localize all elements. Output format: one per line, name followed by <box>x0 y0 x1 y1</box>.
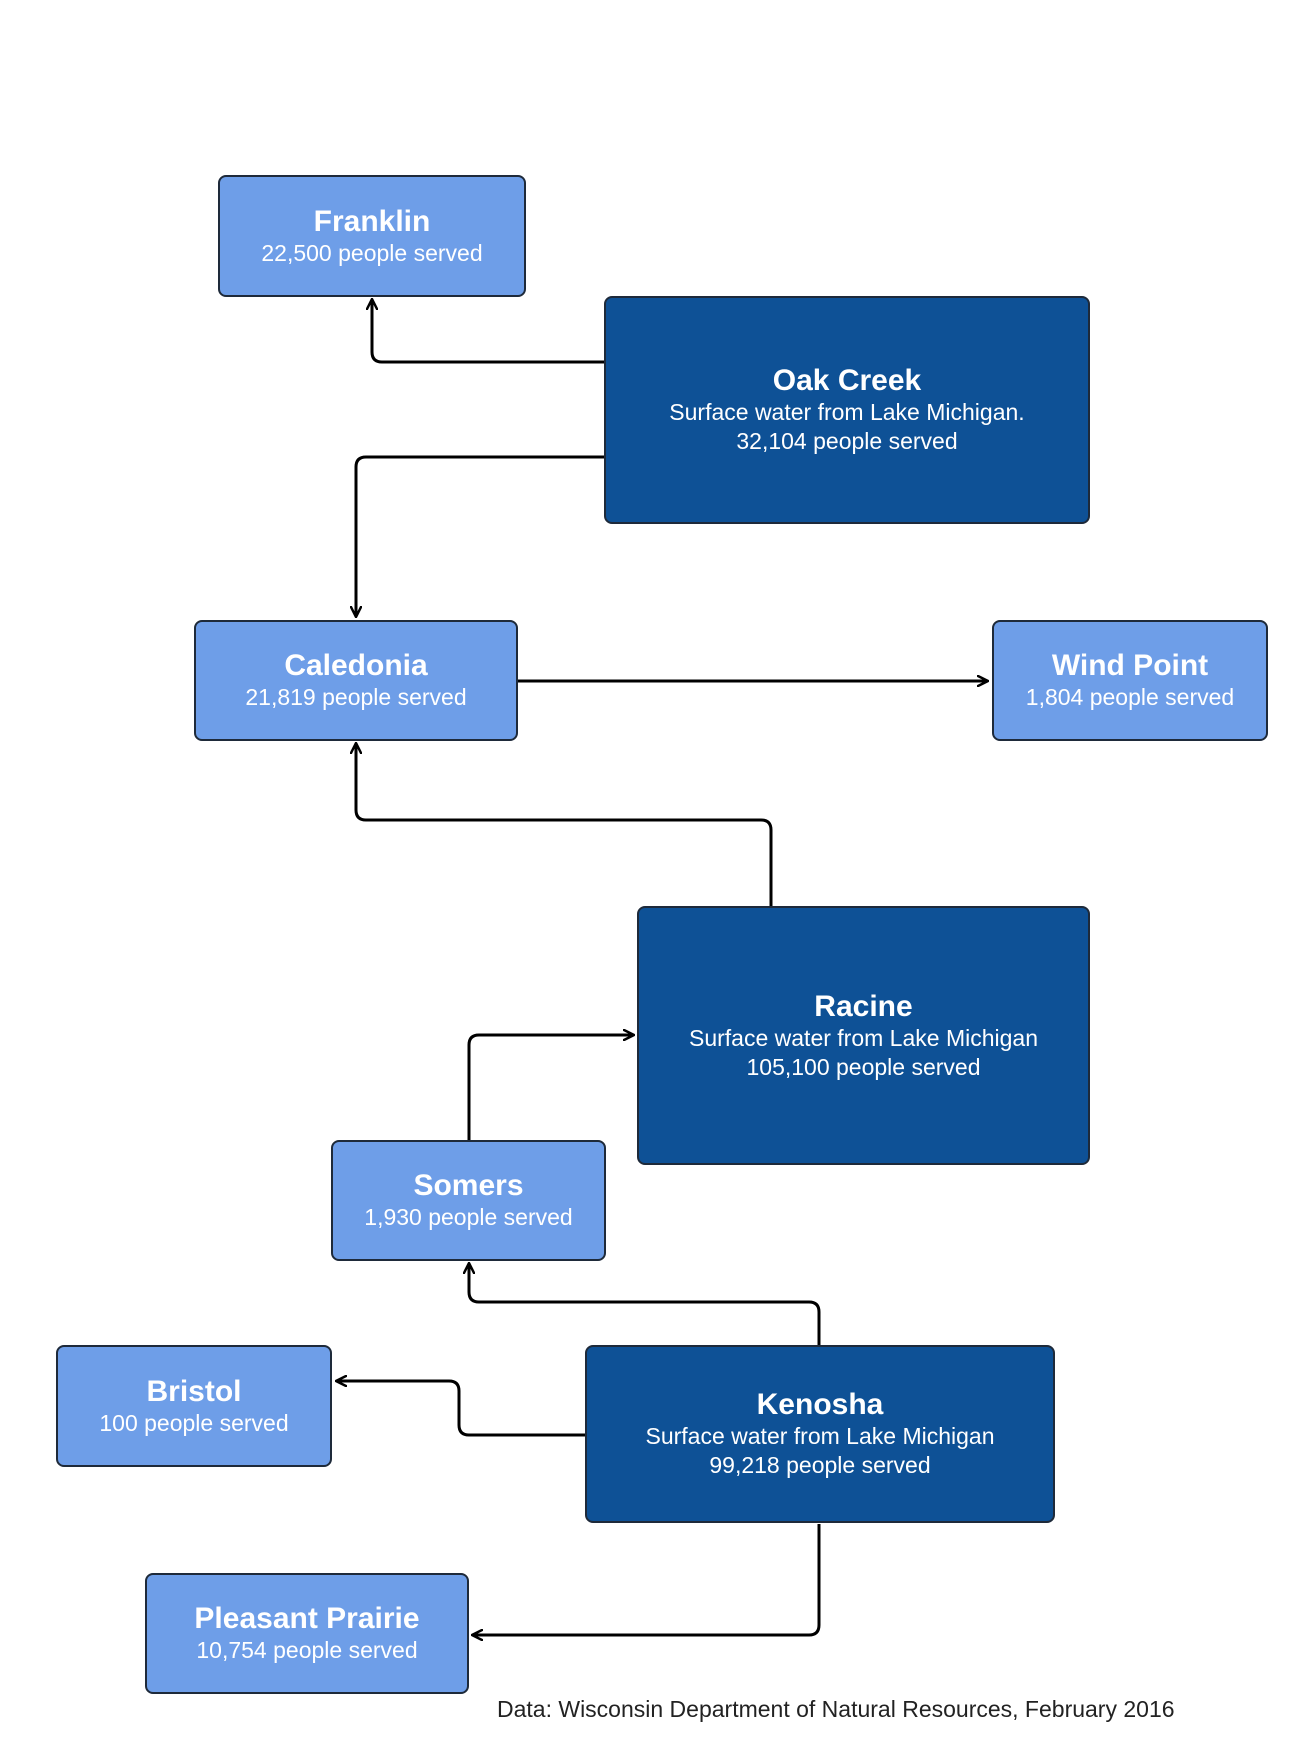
wind-point-served: 1,804 people served <box>1025 684 1235 710</box>
wind-point-name: Wind Point <box>1051 649 1209 682</box>
somers-name: Somers <box>413 1169 524 1202</box>
arrow-oak-creek-to-caledonia <box>356 455 604 617</box>
kenosha-name: Kenosha <box>756 1388 884 1421</box>
bristol-name: Bristol <box>146 1374 242 1408</box>
oak-creek-name: Oak Creek <box>772 364 922 397</box>
racine-name: Racine <box>814 989 913 1023</box>
caledonia-served: 21,819 people served <box>245 684 467 710</box>
caledonia-name: Caledonia <box>284 649 428 682</box>
node-bristol: Bristol 100 people served <box>56 1345 332 1467</box>
racine-source: Surface water from Lake Michigan <box>689 1024 1038 1051</box>
arrow-oak-creek-to-franklin <box>372 299 604 364</box>
pleasant-prairie-served: 10,754 people served <box>196 1637 418 1663</box>
arrow-kenosha-to-pleasant-prairie <box>472 1524 821 1635</box>
node-racine: Racine Surface water from Lake Michigan … <box>637 906 1090 1165</box>
source-note: Data: Wisconsin Department of Natural Re… <box>497 1696 1175 1722</box>
racine-served: 105,100 people served <box>746 1053 981 1080</box>
arrow-somers-to-racine <box>467 1035 634 1140</box>
arrow-racine-to-caledonia <box>356 743 773 906</box>
oak-creek-served: 32,104 people served <box>736 428 958 454</box>
node-somers: Somers 1,930 people served <box>331 1140 606 1261</box>
node-caledonia: Caledonia 21,819 people served <box>194 620 518 741</box>
kenosha-served: 99,218 people served <box>709 1452 931 1478</box>
pleasant-prairie-name: Pleasant Prairie <box>194 1602 420 1635</box>
node-kenosha: Kenosha Surface water from Lake Michigan… <box>585 1345 1055 1523</box>
somers-served: 1,930 people served <box>364 1204 573 1230</box>
bristol-served: 100 people served <box>99 1409 289 1436</box>
arrow-kenosha-to-somers <box>469 1263 821 1345</box>
franklin-served: 22,500 people served <box>261 239 483 266</box>
kenosha-source: Surface water from Lake Michigan <box>645 1423 995 1449</box>
node-franklin: Franklin 22,500 people served <box>218 175 526 297</box>
oak-creek-source: Surface water from Lake Michigan. <box>669 399 1025 425</box>
franklin-name: Franklin <box>313 204 431 238</box>
node-pleasant-prairie: Pleasant Prairie 10,754 people served <box>145 1573 469 1694</box>
arrow-kenosha-to-bristol <box>336 1381 585 1437</box>
node-oak-creek: Oak Creek Surface water from Lake Michig… <box>604 296 1090 524</box>
node-wind-point: Wind Point 1,804 people served <box>992 620 1268 741</box>
